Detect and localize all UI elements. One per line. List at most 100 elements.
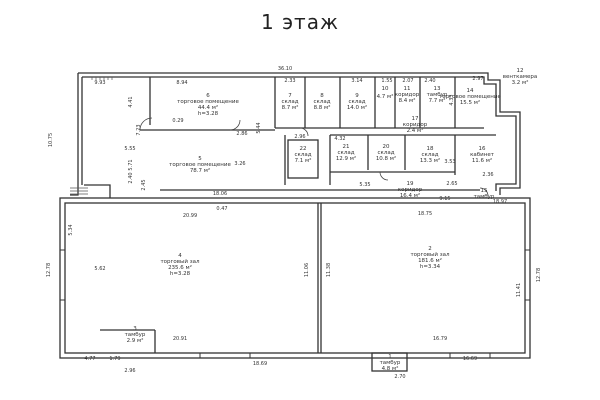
svg-text:10.75: 10.75: [48, 133, 54, 147]
svg-text:11.6 м²: 11.6 м²: [472, 157, 492, 164]
svg-text:12.78: 12.78: [536, 268, 542, 282]
svg-text:12: 12: [517, 68, 524, 74]
svg-text:склад: склад: [377, 150, 394, 156]
svg-text:склад: склад: [294, 152, 311, 158]
svg-text:венткамера: венткамера: [503, 74, 538, 80]
svg-text:13.3 м²: 13.3 м²: [420, 157, 440, 164]
svg-text:181.6 м²: 181.6 м²: [418, 257, 442, 264]
svg-text:2.36: 2.36: [482, 172, 493, 178]
dimension-labels: 36.10 10.75 12.78 12.78 9.93 8.94 4.41 7…: [46, 66, 542, 380]
left-wall-upper: [70, 73, 79, 196]
svg-text:3.14: 3.14: [351, 78, 362, 84]
svg-text:16.79: 16.79: [433, 336, 447, 342]
svg-text:5.62: 5.62: [94, 266, 105, 272]
room-10: 104.7 м²: [377, 86, 394, 100]
windows: [60, 249, 530, 358]
svg-text:5.35: 5.35: [359, 182, 370, 188]
svg-text:20: 20: [383, 144, 390, 150]
svg-text:8: 8: [320, 93, 324, 99]
svg-text:2.65: 2.65: [446, 181, 457, 187]
stair-hatch: [70, 77, 113, 195]
svg-text:2.97: 2.97: [472, 76, 483, 82]
lower-block-outer: [59, 197, 531, 359]
svg-text:4.32: 4.32: [334, 136, 345, 142]
svg-text:склад: склад: [348, 99, 365, 105]
svg-text:16: 16: [479, 146, 486, 152]
svg-text:18.97: 18.97: [493, 199, 507, 205]
svg-text:14: 14: [467, 88, 474, 94]
svg-text:3.2 м²: 3.2 м²: [512, 79, 529, 86]
svg-text:11.41: 11.41: [516, 283, 522, 297]
svg-text:склад: склад: [337, 150, 354, 156]
svg-text:44.4 м²: 44.4 м²: [198, 104, 218, 111]
svg-text:4.8 м²: 4.8 м²: [382, 365, 399, 372]
svg-text:2.07: 2.07: [402, 78, 413, 84]
svg-text:11.38: 11.38: [326, 263, 332, 277]
svg-text:коридор: коридор: [398, 187, 423, 193]
svg-text:2.4 м²: 2.4 м²: [407, 127, 424, 134]
svg-text:h=3.34: h=3.34: [420, 264, 441, 270]
svg-text:12.9 м²: 12.9 м²: [336, 155, 356, 162]
svg-text:кабинет: кабинет: [470, 152, 495, 158]
svg-text:18: 18: [427, 146, 434, 152]
svg-text:2.96: 2.96: [124, 368, 135, 374]
svg-text:3.53: 3.53: [444, 159, 455, 165]
svg-text:8.94: 8.94: [176, 80, 187, 86]
svg-text:5.71: 5.71: [128, 159, 134, 170]
svg-text:2.9 м²: 2.9 м²: [127, 337, 144, 344]
svg-text:тамбур: тамбур: [380, 360, 401, 366]
svg-text:1.79: 1.79: [109, 356, 120, 362]
svg-text:10: 10: [382, 86, 389, 92]
svg-text:склад: склад: [313, 99, 330, 105]
svg-text:коридор: коридор: [395, 92, 420, 98]
svg-text:0.29: 0.29: [172, 118, 183, 124]
svg-text:5.55: 5.55: [124, 146, 135, 152]
svg-text:9: 9: [355, 93, 359, 99]
svg-text:6: 6: [206, 93, 210, 99]
svg-text:12.78: 12.78: [46, 263, 52, 277]
svg-text:10.8 м²: 10.8 м²: [376, 155, 396, 162]
svg-text:тамбур: тамбур: [125, 332, 146, 338]
svg-text:16.4 м²: 16.4 м²: [400, 192, 420, 199]
floor-title: 1 этаж: [261, 10, 339, 34]
svg-text:18.69: 18.69: [253, 361, 267, 367]
svg-text:15.5 м²: 15.5 м²: [460, 99, 480, 106]
svg-text:4.77: 4.77: [84, 356, 95, 362]
svg-text:20.99: 20.99: [183, 213, 197, 219]
svg-text:8.8 м²: 8.8 м²: [314, 104, 331, 111]
svg-text:4: 4: [178, 253, 182, 259]
outer-wall-upper-inner: [82, 76, 517, 191]
svg-text:7.7 м²: 7.7 м²: [429, 97, 446, 104]
lower-block-inner: [64, 202, 526, 354]
svg-text:11: 11: [404, 86, 411, 92]
svg-text:1.55: 1.55: [381, 78, 392, 84]
svg-text:4.33: 4.33: [449, 94, 455, 105]
svg-text:5: 5: [198, 156, 202, 162]
svg-text:2.33: 2.33: [284, 78, 295, 84]
svg-text:8.7 м²: 8.7 м²: [282, 104, 299, 111]
svg-text:8.4 м²: 8.4 м²: [399, 97, 416, 104]
svg-text:2.86: 2.86: [236, 131, 247, 137]
svg-text:7.23: 7.23: [136, 124, 142, 135]
svg-text:18.75: 18.75: [418, 211, 432, 217]
doors: [139, 117, 489, 197]
svg-text:16.69: 16.69: [463, 356, 477, 362]
svg-text:0.47: 0.47: [216, 206, 227, 212]
svg-text:склад: склад: [421, 152, 438, 158]
svg-text:5.44: 5.44: [256, 122, 262, 133]
